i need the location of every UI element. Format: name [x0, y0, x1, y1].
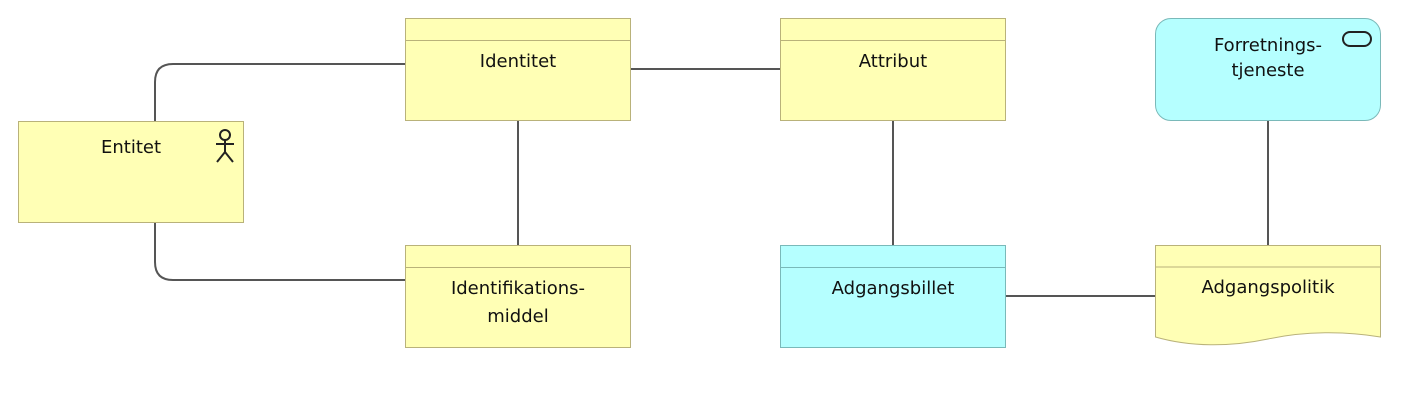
node-entitet[interactable]: Entitet — [18, 121, 244, 223]
connector-entitet-identitet — [154, 63, 405, 121]
node-attribut-label: Attribut — [858, 51, 928, 72]
actor-icon — [216, 129, 234, 163]
node-identitet-label: Identitet — [479, 51, 557, 72]
node-band — [781, 19, 1005, 41]
node-adgangsbillet-label: Adgangsbillet — [831, 278, 955, 299]
node-forretningstjeneste[interactable]: Forretnings- tjeneste — [1155, 18, 1381, 121]
node-identifikationsmiddel-label-line2: middel — [487, 306, 549, 327]
node-identitet[interactable]: Identitet — [405, 18, 631, 121]
node-identifikationsmiddel[interactable]: Identifikations- middel — [405, 245, 631, 348]
node-adgangspolitik-label: Adgangspolitik — [1201, 277, 1335, 298]
node-identifikationsmiddel-label-line1: Identifikations- — [450, 278, 586, 299]
node-band — [406, 246, 630, 268]
node-forretningstjeneste-label-line2: tjeneste — [1231, 60, 1305, 81]
node-band — [781, 246, 1005, 268]
business-service-icon — [1342, 31, 1372, 47]
node-band — [406, 19, 630, 41]
node-adgangsbillet[interactable]: Adgangsbillet — [780, 245, 1006, 348]
node-forretningstjeneste-label-line1: Forretnings- — [1213, 35, 1323, 56]
node-entitet-label: Entitet — [100, 137, 162, 158]
connector-entitet-identifikationsmiddel — [154, 223, 405, 281]
document-shape — [1155, 245, 1381, 346]
node-attribut[interactable]: Attribut — [780, 18, 1006, 121]
node-adgangspolitik[interactable]: Adgangspolitik — [1155, 245, 1381, 348]
